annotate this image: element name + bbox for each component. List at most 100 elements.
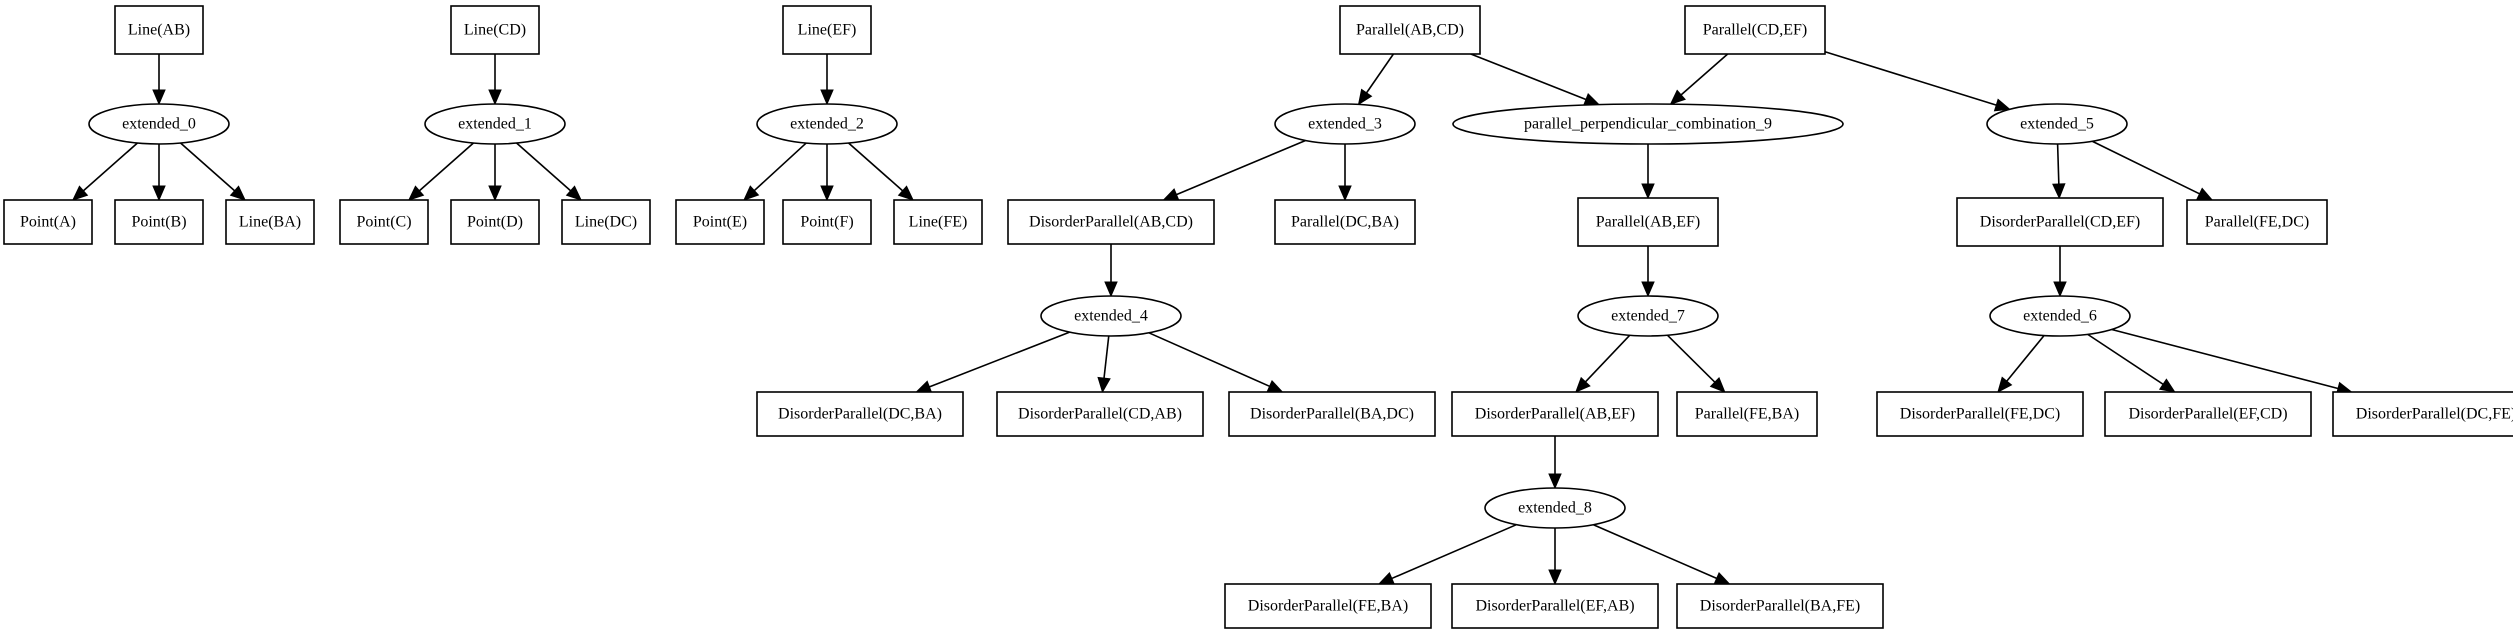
edge-extended-1-to-point-d	[488, 144, 502, 202]
edge-parallel-cd-ef-to-parallel-perpendicular-combination-9	[1669, 53, 1729, 105]
edge-parallel-ab-cd-to-parallel-perpendicular-combination-9	[1470, 53, 1601, 106]
node-label: DisorderParallel(DC,BA)	[778, 406, 942, 423]
node-box	[1684, 5, 1826, 55]
arrowhead	[1104, 281, 1118, 298]
edge-line-cd-to-extended-1	[488, 54, 502, 106]
node-line-fe: Line(FE)	[893, 199, 983, 245]
node-box	[1339, 5, 1481, 55]
arrowhead	[1575, 376, 1591, 393]
edge-line	[1148, 332, 1270, 388]
node-label: DisorderParallel(BA,DC)	[1250, 406, 1414, 423]
edge-line	[2091, 140, 2200, 195]
edge-parallel-ab-cd-to-extended-3	[1357, 53, 1395, 106]
arrowhead	[1338, 185, 1352, 202]
node-label: Line(FE)	[909, 214, 968, 231]
node-box	[1228, 391, 1436, 437]
edge-extended-0-to-point-a	[71, 142, 138, 201]
node-label: Line(AB)	[128, 22, 190, 39]
arrowhead	[820, 89, 834, 106]
node-ellipse	[756, 103, 898, 145]
node-disorderparallel-fe-ba: DisorderParallel(FE,BA)	[1224, 583, 1432, 629]
edge-line	[1365, 53, 1395, 94]
arrowhead	[1097, 376, 1111, 394]
edge-line	[848, 142, 904, 192]
node-extended-3: extended_3	[1274, 103, 1416, 145]
edge-line	[2087, 333, 2164, 385]
arrowhead	[1641, 183, 1655, 200]
node-box	[1007, 199, 1215, 245]
arrowhead	[565, 185, 583, 201]
node-label: Parallel(FE,DC)	[2205, 214, 2309, 231]
node-box	[2332, 391, 2513, 437]
node-label: Point(A)	[20, 214, 76, 231]
arrowhead	[2052, 183, 2066, 200]
node-box	[114, 5, 204, 55]
node-disorderparallel-cd-ef: DisorderParallel(CD,EF)	[1956, 197, 2164, 247]
node-line-ab: Line(AB)	[114, 5, 204, 55]
node-ellipse	[424, 103, 566, 145]
node-label: parallel_perpendicular_combination_9	[1524, 116, 1772, 133]
node-box	[1224, 583, 1432, 629]
edge-line-ef-to-extended-2	[820, 54, 834, 106]
node-label: DisorderParallel(FE,DC)	[1900, 406, 2060, 423]
arrowhead	[229, 185, 247, 201]
edge-line	[1680, 53, 1729, 96]
arrowhead	[1357, 88, 1373, 106]
node-box	[1577, 197, 1719, 247]
edge-extended-0-to-point-b	[152, 144, 166, 202]
node-disorderparallel-dc-ba: DisorderParallel(DC,BA)	[756, 391, 964, 437]
node-label: Parallel(FE,BA)	[1695, 406, 1799, 423]
edge-extended-6-to-disorderparallel-ef-cd	[2087, 333, 2176, 393]
arrowhead	[1669, 89, 1686, 105]
node-box	[450, 5, 540, 55]
node-label: Line(EF)	[798, 22, 857, 39]
node-box	[2104, 391, 2312, 437]
edge-extended-6-to-disorderparallel-fe-dc	[1997, 334, 2045, 393]
edge-line	[1666, 334, 1716, 383]
edges-layer	[71, 51, 2353, 586]
node-box	[1274, 199, 1416, 245]
node-point-c: Point(C)	[339, 199, 429, 245]
edge-line	[2111, 328, 2339, 390]
edge-line	[1391, 523, 1517, 580]
edge-line	[753, 142, 807, 192]
edge-disorderparallel-cd-ef-to-extended-6	[2053, 246, 2067, 298]
node-label: Point(D)	[467, 214, 523, 231]
node-point-a: Point(A)	[3, 199, 93, 245]
node-ellipse	[1040, 295, 1182, 337]
node-box	[1451, 391, 1659, 437]
arrowhead	[488, 185, 502, 202]
node-extended-6: extended_6	[1989, 295, 2131, 337]
node-point-e: Point(E)	[675, 199, 765, 245]
edge-extended-2-to-point-e	[743, 142, 807, 201]
node-label: DisorderParallel(AB,CD)	[1029, 214, 1193, 231]
edge-line	[418, 142, 474, 192]
node-box	[2186, 199, 2328, 245]
edge-parallel-ab-ef-to-extended-7	[1641, 246, 1655, 298]
node-label: extended_5	[2020, 116, 2094, 133]
node-parallel-perpendicular-combination-9: parallel_perpendicular_combination_9	[1452, 103, 1844, 145]
node-box	[756, 391, 964, 437]
node-line-dc: Line(DC)	[561, 199, 651, 245]
node-box	[782, 5, 872, 55]
node-box	[1676, 391, 1818, 437]
node-label: Line(DC)	[575, 214, 637, 231]
node-label: extended_1	[458, 116, 532, 133]
node-label: Parallel(AB,CD)	[1356, 22, 1464, 39]
node-box	[675, 199, 765, 245]
node-label: Line(CD)	[464, 22, 526, 39]
edge-line-ab-to-extended-0	[152, 54, 166, 106]
node-extended-1: extended_1	[424, 103, 566, 145]
node-label: Parallel(CD,EF)	[1703, 22, 1807, 39]
node-parallel-fe-dc: Parallel(FE,DC)	[2186, 199, 2328, 245]
node-extended-8: extended_8	[1484, 487, 1626, 529]
edge-extended-4-to-disorderparallel-cd-ab	[1097, 335, 1111, 394]
node-label: extended_7	[1611, 308, 1685, 325]
edge-line	[1103, 335, 1110, 379]
edge-line	[1470, 53, 1587, 101]
edge-extended-1-to-point-c	[407, 142, 474, 201]
node-label: DisorderParallel(BA,FE)	[1700, 598, 1860, 615]
edge-extended-2-to-line-fe	[848, 142, 915, 201]
